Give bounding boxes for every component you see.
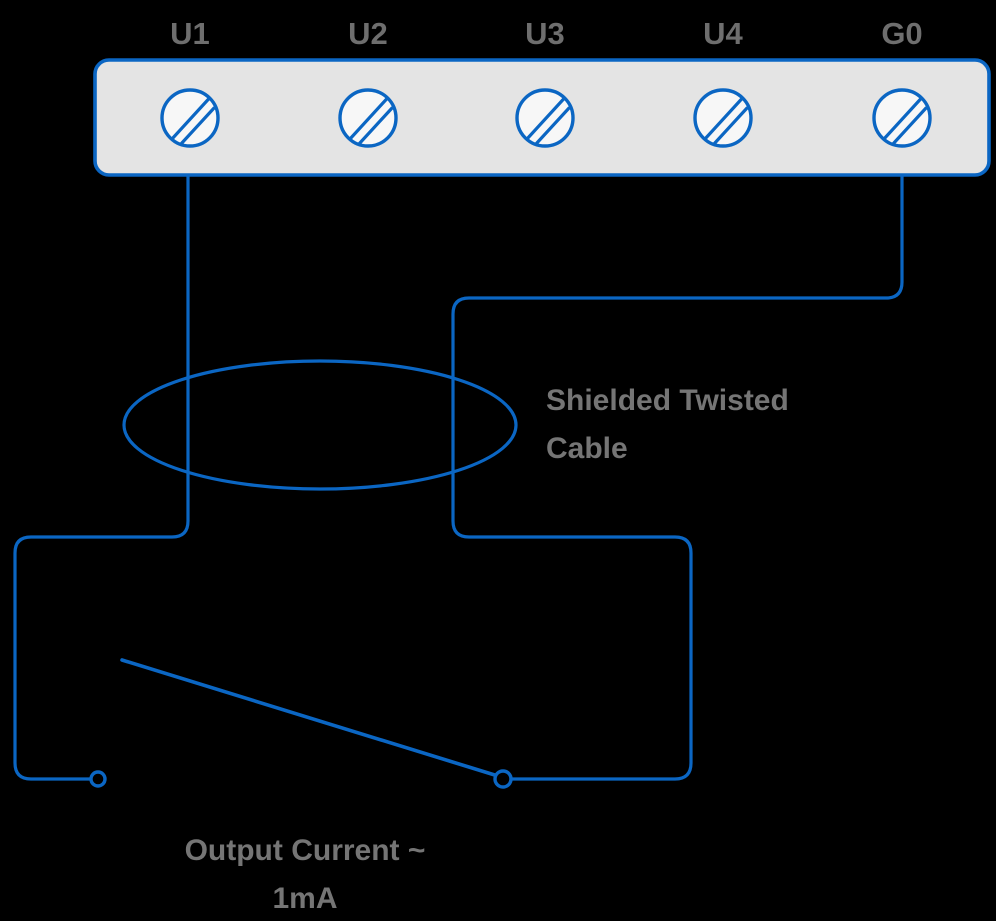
cable-label-line2: Cable — [546, 432, 628, 465]
screw-terminal-icon[interactable] — [515, 88, 575, 148]
twisted-cable-loop-icon — [122, 359, 518, 491]
terminal-label-g0: G0 — [881, 16, 922, 51]
screw-terminal-icon[interactable] — [160, 88, 220, 148]
terminal-label-u3: U3 — [525, 16, 565, 51]
cable-label-line1: Shielded Twisted — [546, 384, 789, 417]
switch-terminal-left[interactable] — [89, 770, 107, 788]
terminal-label-u2: U2 — [348, 16, 388, 51]
switch-lever[interactable] — [120, 658, 500, 778]
wire-g0 — [451, 173, 904, 781]
screw-terminal-icon[interactable] — [693, 88, 753, 148]
screw-terminal-icon[interactable] — [872, 88, 932, 148]
output-label-line2: 1mA — [272, 882, 337, 915]
terminal-label-u4: U4 — [703, 16, 743, 51]
terminal-label-u1: U1 — [170, 16, 210, 51]
screw-terminal-icon[interactable] — [338, 88, 398, 148]
output-label-line1: Output Current ~ — [185, 834, 426, 867]
wire-u1 — [13, 173, 190, 781]
switch-terminal-right[interactable] — [493, 769, 513, 789]
